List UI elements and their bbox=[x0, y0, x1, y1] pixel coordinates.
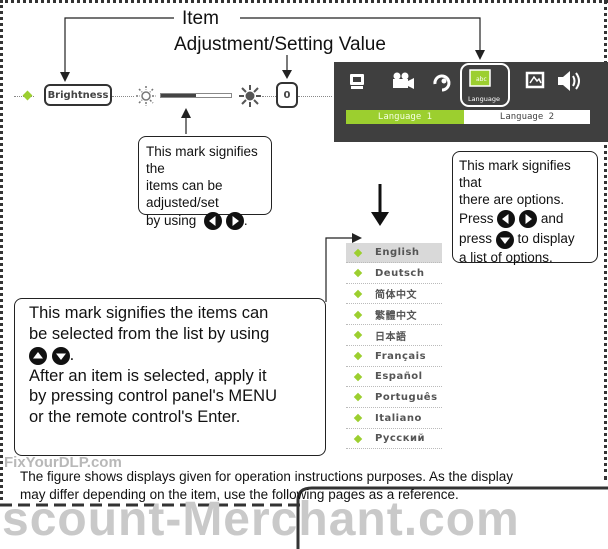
option-mark-icon bbox=[353, 248, 363, 257]
language-name: Deutsch bbox=[375, 267, 425, 279]
option-mark-icon bbox=[353, 310, 363, 319]
display-icon[interactable] bbox=[350, 74, 364, 89]
left-button-icon bbox=[497, 210, 516, 229]
select-line-3-end: . bbox=[69, 346, 75, 364]
option-mark-icon bbox=[353, 434, 363, 444]
language-name: Português bbox=[375, 391, 438, 403]
adjust-slider[interactable] bbox=[160, 93, 232, 98]
right-button-icon bbox=[519, 210, 538, 229]
active-tab-label: Language bbox=[467, 95, 501, 103]
select-line-1: This mark signifies the items can bbox=[29, 304, 269, 322]
down-button-icon bbox=[495, 230, 514, 249]
language-list-item[interactable]: Español bbox=[346, 367, 442, 388]
video-camera-icon[interactable] bbox=[393, 72, 414, 90]
value-display: 0 bbox=[276, 82, 298, 108]
language-name: Español bbox=[375, 371, 423, 383]
options-line-3-end: and bbox=[540, 211, 564, 226]
options-line-4-end: to display bbox=[517, 231, 575, 247]
svg-text:abc: abc bbox=[476, 76, 487, 83]
item-callout: Item bbox=[182, 8, 219, 29]
adjust-line-3: by using bbox=[146, 213, 197, 228]
language-list-item[interactable]: Deutsch bbox=[346, 264, 442, 284]
option-mark-icon bbox=[353, 372, 363, 381]
language-name: 简体中文 bbox=[375, 290, 417, 302]
language-option-2[interactable]: Language 2 bbox=[464, 110, 590, 124]
options-line-2: there are options. bbox=[459, 192, 565, 207]
option-mark-icon bbox=[353, 413, 363, 423]
language-name: 繁體中文 bbox=[375, 311, 417, 323]
left-button-icon bbox=[204, 212, 223, 231]
language-list-item[interactable]: Русский bbox=[346, 429, 442, 450]
adjust-line-1: This mark signifies the bbox=[146, 144, 258, 176]
option-mark-icon bbox=[353, 268, 363, 278]
down-button-icon bbox=[51, 346, 70, 365]
page-frame-left bbox=[0, 0, 3, 500]
osd-bar-line bbox=[112, 96, 134, 97]
page-frame-right bbox=[604, 0, 607, 480]
right-button-icon bbox=[225, 212, 244, 231]
language-list-item[interactable]: Italiano bbox=[346, 409, 442, 429]
adjustment-callout: Adjustment/Setting Value bbox=[174, 34, 386, 55]
language-list-item[interactable]: Français bbox=[346, 347, 442, 367]
language-option-1[interactable]: Language 1 bbox=[346, 110, 464, 124]
footnote-line-2: may differ depending on the item, use th… bbox=[20, 487, 459, 502]
dim-sun-icon bbox=[136, 86, 156, 106]
bright-sun-icon bbox=[239, 85, 261, 107]
language-list-item[interactable]: 简体中文 bbox=[346, 284, 442, 305]
options-line-1: This mark signifies that bbox=[459, 158, 571, 190]
adjust-slider-fill bbox=[161, 94, 196, 97]
language-name: Français bbox=[375, 350, 427, 362]
language-name: Русский bbox=[375, 433, 426, 445]
option-mark-icon bbox=[353, 289, 363, 299]
watermark-small: FixYourDLP.com bbox=[4, 454, 122, 471]
speaker-icon[interactable] bbox=[558, 71, 580, 91]
adjust-line-3-end: . bbox=[243, 213, 248, 228]
rotate-icon[interactable] bbox=[433, 74, 451, 92]
footnote: The figure shows displays given for oper… bbox=[20, 468, 606, 504]
language-name: 日本語 bbox=[375, 331, 407, 343]
language-name: Italiano bbox=[375, 412, 422, 424]
language-list-item[interactable]: English bbox=[346, 243, 442, 263]
adjust-line-2: items can be adjusted/set bbox=[146, 178, 223, 210]
brightness-label: Brightness bbox=[44, 84, 112, 106]
page-frame-top bbox=[0, 0, 608, 3]
footnote-line-1: The figure shows displays given for oper… bbox=[20, 469, 514, 484]
adjust-explanation-box: This mark signifies the items can be adj… bbox=[138, 136, 272, 231]
select-line-6: or the remote control's Enter. bbox=[29, 407, 241, 426]
language-list-item[interactable]: 繁體中文 bbox=[346, 305, 442, 326]
select-explanation-box: This mark signifies the items can be sel… bbox=[14, 298, 326, 456]
language-list-item[interactable]: Português bbox=[346, 388, 442, 408]
osd-bar-line-right bbox=[262, 96, 276, 97]
up-button-icon bbox=[29, 346, 47, 365]
select-line-4: After an item is selected, apply it bbox=[29, 366, 267, 385]
select-line-2: be selected from the list by using bbox=[29, 324, 270, 343]
option-mark-icon bbox=[353, 393, 363, 402]
option-mark-icon bbox=[353, 331, 363, 340]
picture-icon[interactable] bbox=[525, 71, 545, 89]
options-line-5: a list of options. bbox=[459, 249, 553, 265]
osd-menu-icons: abc bbox=[350, 63, 580, 107]
watermark-large: scount-Merchant.com bbox=[2, 493, 520, 546]
language-list-item[interactable]: 日本語 bbox=[346, 326, 442, 346]
language-name: English bbox=[375, 247, 420, 258]
select-line-5: by pressing control panel's MENU bbox=[29, 387, 278, 405]
osd-bar-line-end bbox=[298, 96, 332, 97]
options-line-3: Press bbox=[459, 211, 494, 226]
options-explanation-box: This mark signifies that there are optio… bbox=[452, 151, 598, 265]
option-mark-icon bbox=[353, 351, 363, 361]
options-line-4: press bbox=[459, 231, 493, 247]
language-icon[interactable]: abc bbox=[460, 63, 510, 107]
